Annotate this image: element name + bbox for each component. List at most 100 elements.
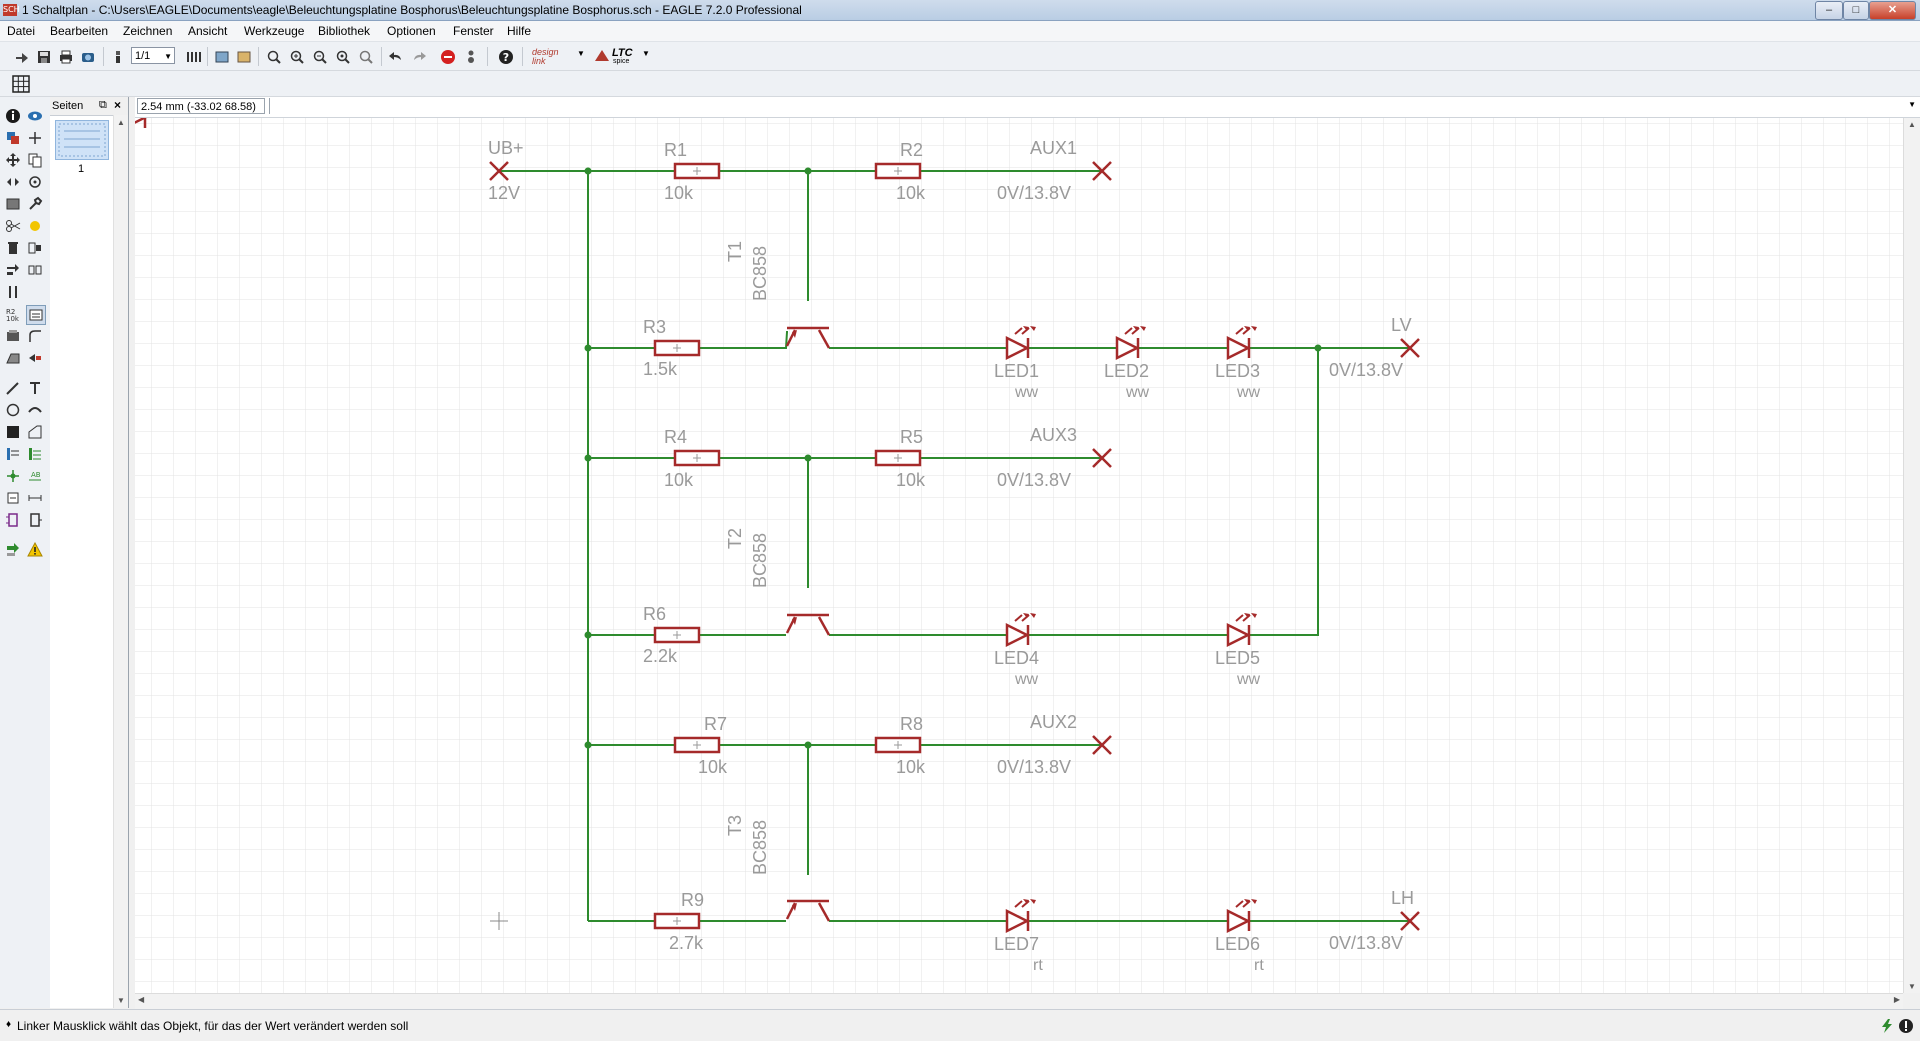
ltspice-icon xyxy=(595,50,609,61)
undock-icon[interactable]: ⧉ xyxy=(99,99,107,111)
transistor-name: T1 xyxy=(725,241,745,262)
scroll-down-icon[interactable]: ▼ xyxy=(1908,982,1916,991)
display-icon[interactable] xyxy=(4,129,22,147)
save-icon[interactable] xyxy=(34,47,53,66)
scroll-left-icon[interactable]: ◀ xyxy=(138,995,145,1004)
zoom-select-icon[interactable] xyxy=(356,47,375,66)
design-link-button[interactable]: design link ▼ xyxy=(532,47,585,67)
connector-value: 0V/13.8V xyxy=(997,470,1071,490)
show-icon[interactable] xyxy=(26,107,44,125)
undo-icon[interactable] xyxy=(386,47,405,66)
menu-werkzeuge[interactable]: Werkzeuge xyxy=(244,24,305,38)
schematic-canvas[interactable]: UB+ 12V R1 10k R2 10k R3 1.5k R4 10k R5 … xyxy=(122,96,1903,993)
scroll-down-icon[interactable]: ▼ xyxy=(117,996,125,1005)
vertical-scrollbar[interactable]: ▲ ▼ xyxy=(1903,118,1920,993)
chevron-down-icon[interactable]: ▼ xyxy=(1908,100,1916,109)
mirror-icon[interactable] xyxy=(4,173,22,191)
connector-name: LH xyxy=(1391,888,1414,908)
minimize-button[interactable]: – xyxy=(1815,1,1843,20)
invoke-icon[interactable] xyxy=(26,349,44,367)
menu-fenster[interactable]: Fenster xyxy=(453,24,494,38)
stop-status-icon[interactable] xyxy=(1898,1018,1914,1034)
replace-icon[interactable] xyxy=(4,283,22,301)
open-icon[interactable] xyxy=(12,47,31,66)
menu-optionen[interactable]: Optionen xyxy=(387,24,436,38)
coordinate-display: 2.54 mm (-33.02 68.58) xyxy=(137,98,265,114)
rect-icon[interactable] xyxy=(4,423,22,441)
dimension-icon[interactable] xyxy=(26,489,44,507)
copy-icon[interactable] xyxy=(26,151,44,169)
miter-icon[interactable] xyxy=(26,327,44,345)
sheet-thumbnail[interactable] xyxy=(55,120,109,160)
move-icon[interactable] xyxy=(4,151,22,169)
cut-icon[interactable] xyxy=(4,217,22,235)
transistor-value: BC858 xyxy=(750,820,770,875)
change-icon[interactable] xyxy=(26,195,44,213)
menu-zeichnen[interactable]: Zeichnen xyxy=(123,24,173,38)
add-icon[interactable] xyxy=(26,239,44,257)
ltspice-button[interactable]: LTC spice ▼ xyxy=(594,47,654,67)
zoom-fit-icon[interactable] xyxy=(264,47,283,66)
close-button[interactable]: ✕ xyxy=(1869,1,1916,20)
modules-icon[interactable] xyxy=(26,511,44,529)
ulp-icon[interactable] xyxy=(234,47,253,66)
label-icon[interactable]: AB xyxy=(26,467,44,485)
cam-processor-icon[interactable] xyxy=(78,47,97,66)
lightning-icon[interactable] xyxy=(1880,1018,1894,1034)
delete-icon[interactable] xyxy=(4,239,22,257)
horizontal-scrollbar[interactable]: ◀ ▶ xyxy=(135,993,1903,1009)
arc-icon[interactable] xyxy=(26,401,44,419)
split-icon[interactable] xyxy=(4,349,22,367)
menu-hilfe[interactable]: Hilfe xyxy=(507,24,532,38)
mark-icon[interactable] xyxy=(26,129,44,147)
wire-icon[interactable] xyxy=(4,379,22,397)
script-icon[interactable] xyxy=(212,47,231,66)
scroll-up-icon[interactable]: ▲ xyxy=(1908,120,1916,129)
title-bar: SCH 1 Schaltplan - C:\Users\EAGLE\Docume… xyxy=(0,0,1920,21)
paste-icon[interactable] xyxy=(26,217,44,235)
help-icon[interactable]: ? xyxy=(496,47,515,66)
attribute-icon[interactable] xyxy=(4,489,22,507)
layer-icon[interactable] xyxy=(108,47,127,66)
zoom-redraw-icon[interactable] xyxy=(333,47,352,66)
close-icon[interactable]: × xyxy=(114,98,122,112)
menu-ansicht[interactable]: Ansicht xyxy=(188,24,228,38)
go-icon[interactable] xyxy=(461,47,480,66)
resistor-value: 10k xyxy=(664,183,694,203)
smash-icon[interactable] xyxy=(4,327,22,345)
bus-icon[interactable] xyxy=(4,445,22,463)
rotate-icon[interactable] xyxy=(26,173,44,191)
zoom-out-icon[interactable] xyxy=(310,47,329,66)
grid-icon[interactable] xyxy=(11,74,30,93)
info-icon[interactable] xyxy=(4,107,22,125)
junction-icon[interactable] xyxy=(4,467,22,485)
value-icon[interactable] xyxy=(26,305,46,325)
gateswap-icon[interactable] xyxy=(26,261,44,279)
menu-bibliothek[interactable]: Bibliothek xyxy=(318,24,371,38)
scroll-right-icon[interactable]: ▶ xyxy=(1893,995,1900,1004)
warning-icon[interactable] xyxy=(26,541,44,559)
maximize-button[interactable]: □ xyxy=(1843,1,1869,20)
redo-icon[interactable] xyxy=(409,47,428,66)
scroll-up-icon[interactable]: ▲ xyxy=(117,118,125,127)
frame-icon[interactable] xyxy=(4,511,22,529)
stop-icon[interactable] xyxy=(438,47,457,66)
menu-bearbeiten[interactable]: Bearbeiten xyxy=(50,24,109,38)
print-icon[interactable] xyxy=(56,47,75,66)
net-icon[interactable] xyxy=(26,445,44,463)
sheets-scrollbar[interactable]: ▲ ▼ xyxy=(113,115,128,1008)
zoom-in-icon[interactable] xyxy=(287,47,306,66)
polygon-icon[interactable] xyxy=(26,423,44,441)
pinswap-icon[interactable] xyxy=(4,261,22,279)
command-line[interactable] xyxy=(269,98,1910,114)
group-icon[interactable] xyxy=(4,195,22,213)
led-value: ww xyxy=(1125,384,1150,401)
circle-icon[interactable] xyxy=(4,401,22,419)
erc-icon[interactable] xyxy=(4,541,22,559)
board-icon[interactable] xyxy=(183,47,202,66)
text-icon[interactable] xyxy=(26,379,44,397)
menu-datei[interactable]: Datei xyxy=(7,24,36,38)
sheet-select[interactable]: 1/1▼ xyxy=(131,47,175,64)
sheets-title: Seiten xyxy=(52,100,84,112)
